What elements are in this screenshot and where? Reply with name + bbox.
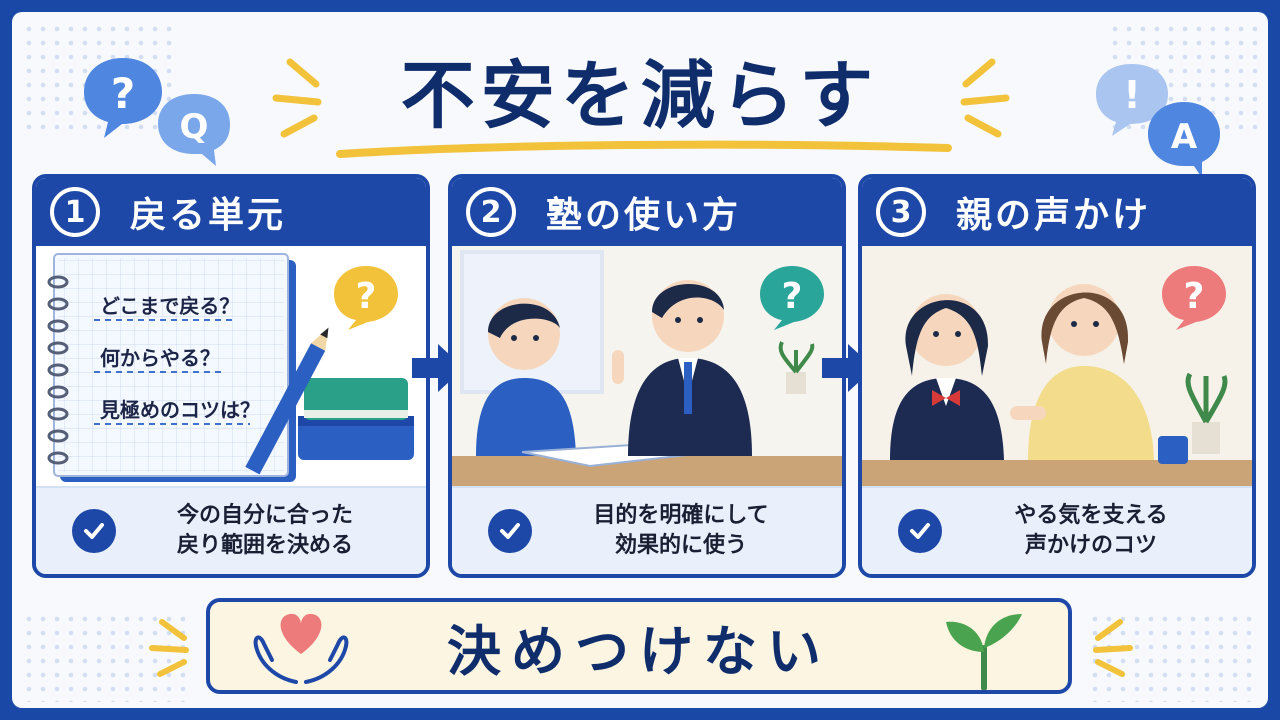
card-title: 塾の使い方 (546, 195, 742, 236)
card-step-3: 3 親の声かけ (858, 174, 1256, 578)
bottom-banner: 決めつけない (206, 598, 1072, 694)
infographic-frame: ? Q ! A 不安を減らす 1 戻る単元 (12, 12, 1268, 708)
step-number: 1 (50, 187, 100, 237)
question-bubble-icon: ? (1162, 266, 1226, 330)
card-footer-text: やる気を支える 声かけのコツ (966, 501, 1252, 561)
check-icon (488, 509, 532, 553)
question-bubble-icon: ? (760, 266, 824, 330)
heart-hands-icon (253, 613, 349, 684)
note-line-2: 何からやる？ (100, 346, 220, 370)
svg-text:?: ? (356, 276, 377, 317)
card-step-1: 1 戻る単元 (32, 174, 430, 578)
question-bubble-icon: ? (84, 58, 162, 138)
step-number: 3 (876, 187, 926, 237)
parent-talk-illustration: ? (862, 246, 1252, 486)
sparkle-lines-icon (149, 619, 189, 677)
footer-line-2: 声かけのコツ (1024, 533, 1157, 558)
card-step-2: 2 塾の使い方 (448, 174, 846, 578)
check-icon (72, 509, 116, 553)
card-footer: 今の自分に合った 戻り範囲を決める (36, 486, 426, 574)
dot-pattern (22, 612, 192, 702)
notebook-icon (47, 253, 414, 482)
card-title: 戻る単元 (130, 195, 287, 236)
note-line-1: どこまで戻る？ (100, 294, 240, 318)
check-icon (898, 509, 942, 553)
svg-text:?: ? (1184, 276, 1205, 317)
svg-text:?: ? (782, 276, 803, 317)
exclamation-bubble-icon: ! (1096, 64, 1168, 136)
sparkle-lines-icon (960, 58, 1010, 138)
card-header: 2 塾の使い方 (452, 178, 842, 246)
card-header: 3 親の声かけ (862, 178, 1252, 246)
question-bubble-icon: ? (334, 266, 398, 330)
footer-line-2: 戻り範囲を決める (176, 533, 353, 558)
card-title: 親の声かけ (956, 195, 1152, 236)
bottom-message: 決めつけない (447, 619, 831, 683)
sprout-icon (946, 614, 1022, 690)
notebook-illustration: どこまで戻る？ 何からやる？ 見極めのコツは？ ? (36, 246, 426, 486)
a-bubble-icon: A (1148, 102, 1220, 178)
card-footer-text: 目的を明確にして 効果的に使う (556, 501, 842, 561)
sparkle-lines-icon (272, 58, 322, 138)
card-footer: やる気を支える 声かけのコツ (862, 486, 1252, 574)
step-number: 2 (466, 187, 516, 237)
footer-line-1: やる気を支える (1014, 503, 1168, 528)
footer-line-2: 効果的に使う (614, 533, 747, 558)
student-teacher-icon (452, 246, 842, 486)
exclamation-mark: ! (1123, 73, 1140, 117)
card-footer-text: 今の自分に合った 戻り範囲を決める (140, 501, 426, 561)
q-bubble-icon: Q (158, 94, 230, 166)
title-underline (336, 140, 952, 158)
question-mark: ? (111, 69, 135, 118)
a-letter: A (1171, 117, 1198, 157)
note-line-3: 見極めのコツは？ (100, 398, 260, 422)
q-letter: Q (180, 107, 209, 147)
footer-line-1: 今の自分に合った (176, 503, 353, 528)
card-header: 1 戻る単元 (36, 178, 426, 246)
footer-line-1: 目的を明確にして (593, 503, 769, 528)
sparkle-lines-icon (1093, 619, 1133, 677)
tutoring-illustration: ? (452, 246, 842, 486)
card-footer: 目的を明確にして 効果的に使う (452, 486, 842, 574)
main-title: 不安を減らす (400, 53, 880, 139)
